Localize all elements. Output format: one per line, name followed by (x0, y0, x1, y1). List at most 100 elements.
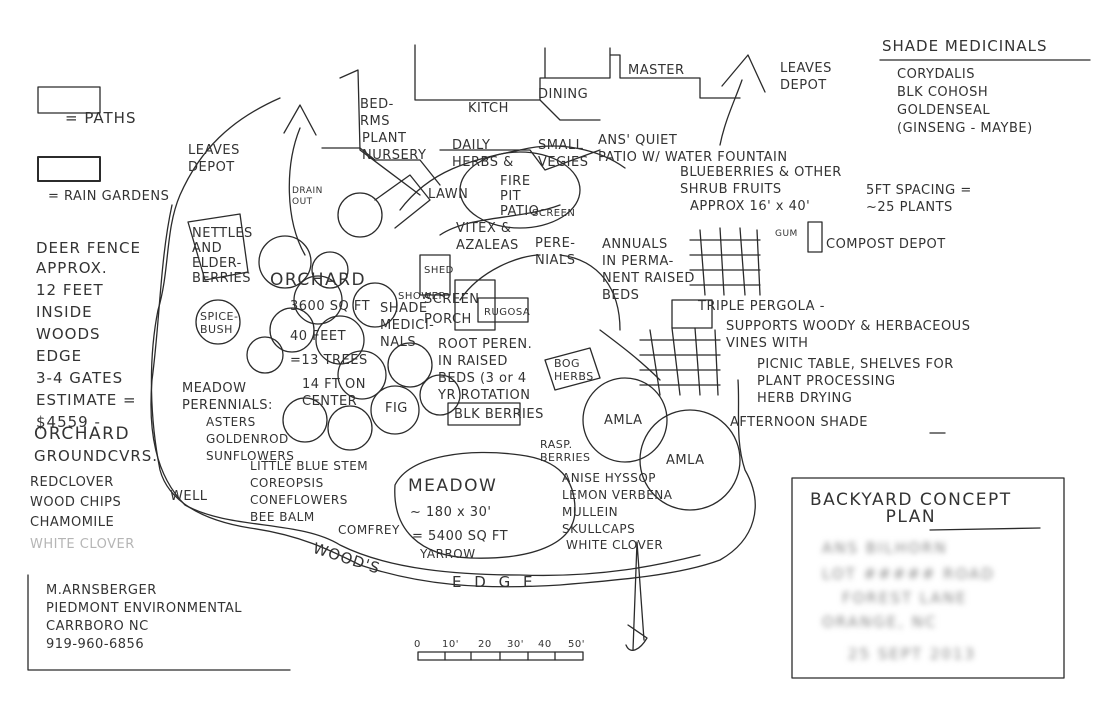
orchard-tree (293, 275, 343, 325)
shower-label: SHOWER (398, 291, 446, 302)
fire-pit-patio (459, 151, 581, 229)
title-underline (929, 527, 1041, 531)
pergola-north (689, 227, 761, 296)
compost-bin (807, 221, 823, 253)
amla-label-2: AMLA (666, 453, 705, 468)
scale-bar-ticks (444, 651, 556, 661)
house-master-label: MASTER (628, 63, 685, 78)
orchard-trees (246, 235, 461, 451)
triple-pergola-label: TRIPLE PERGOLA - (698, 299, 825, 314)
thirteen-trees-label: =13 TREES (290, 353, 368, 368)
plan-date: 25 SEPT 2013 (848, 645, 977, 663)
orchard-tree (269, 307, 315, 353)
designer-phone: 919-960-6856 (46, 637, 145, 652)
root-perennials-label: ROOT PEREN. IN RAISED BEDS (3 or 4 YR RO… (438, 337, 533, 403)
shade-medicinals-title: SHADE MEDICINALS (882, 37, 1048, 55)
orchard-size-label: 3600 SQ FT (290, 299, 371, 314)
nettles-bed (187, 213, 249, 281)
orchard-tree (258, 235, 312, 289)
scale-label: 20 (478, 639, 492, 650)
groundcover-item: REDCLOVER (30, 475, 114, 490)
leaves-arrow-left (283, 104, 317, 256)
quiet-patio-label: ANS' QUIET PATIO W/ WATER FOUNTAIN (598, 133, 788, 165)
leaves-depot-top-label: LEAVES DEPOT (780, 61, 832, 93)
orchard-tree (337, 350, 387, 400)
shed-structure (419, 254, 451, 296)
client-name: ANS BILHORN (822, 539, 948, 557)
fig-label: FIG (385, 401, 408, 416)
drain-circle (337, 192, 383, 238)
deer-fence-line: EDGE (36, 347, 83, 365)
deer-fence-lines: APPROX. 12 FEET INSIDE WOODS EDGE 3-4 GA… (36, 257, 141, 433)
meadow-oval (394, 451, 576, 559)
deer-fence-block: DEER FENCE APPROX. 12 FEET INSIDE WOODS … (36, 240, 141, 433)
rugosa-label: RUGOSA (484, 307, 531, 318)
small-veggies-label: SMALL VEGIES (538, 138, 589, 170)
house-outline (339, 44, 741, 196)
spicebush-circle (195, 299, 241, 345)
orchard-tree (419, 374, 461, 416)
orchard-tree (246, 336, 284, 374)
perennials-label: PERE- NIALS (535, 236, 576, 268)
deer-fence-line: ESTIMATE = (36, 391, 137, 409)
fourteen-ft-label: 14 FT ON CENTER (302, 377, 366, 409)
vitex-label: VITEX & AZALEAS (456, 221, 519, 253)
scale-label: 30' (507, 639, 524, 650)
plan-title: BACKYARD CONCEPT PLAN (810, 490, 1012, 527)
fire-pit-label: FIRE PIT PATIO (500, 174, 540, 219)
screen-porch-label: SCREEN PORCH (424, 292, 480, 327)
amla-tree-1 (582, 377, 668, 463)
shade-medicinal-item: GOLDENSEAL (897, 103, 991, 118)
deer-fence-line: 12 FEET (36, 281, 104, 299)
meadow-perennials-label: MEADOW PERENNIALS: (182, 381, 273, 413)
rasp-berries-label: RASP. BERRIES (540, 438, 591, 464)
shade-medicinal-item: BLK COHOSH (897, 85, 989, 100)
gum-label: GUM (775, 229, 798, 239)
daily-herbs-label: DAILY HERBS & (452, 138, 514, 170)
approx-size-label: APPROX 16' x 40' (690, 199, 811, 214)
legend-paths-label: = PATHS (65, 109, 137, 127)
orchard-label: ORCHARD (270, 270, 367, 290)
scale-label: 50' (568, 639, 585, 650)
shed-label: SHED (424, 265, 454, 276)
deer-fence-line: APPROX. (36, 259, 108, 277)
scale-label: 10' (442, 639, 459, 650)
afternoon-shade-label: AFTERNOON SHADE (730, 415, 869, 430)
blk-berries-label: BLK BERRIES (454, 407, 544, 422)
fire-pit-screen-label: SCREEN (532, 208, 576, 219)
client-address-3: ORANGE, NC (822, 613, 938, 631)
meadow-dims-label: ~ 180 x 30' (410, 505, 492, 520)
rugosa-bed (477, 297, 529, 323)
house-back-wall (321, 147, 601, 186)
designer-box-frame (27, 574, 291, 671)
groundcover-item: WOOD CHIPS (30, 495, 122, 510)
deer-fence-line: WOODS (36, 325, 101, 343)
meadow-area-label: = 5400 SQ FT (412, 529, 509, 544)
groundcovers-title: ORCHARD (34, 424, 131, 444)
deer-fence-line: INSIDE (36, 303, 93, 321)
orchard-tree (352, 282, 398, 328)
blk-berries-box (447, 402, 521, 426)
picnic-table-label: PICNIC TABLE, SHELVES FOR PLANT PROCESSI… (757, 357, 954, 406)
little-blue-stem-label: LITTLE BLUE STEM COREOPSIS CONEFLOWERS B… (250, 459, 369, 524)
deer-fence-line: 3-4 GATES (36, 369, 124, 387)
yarrow-label: YARROW (420, 547, 476, 561)
legend-path-swatch (37, 86, 101, 114)
garden-path-2 (599, 329, 661, 381)
nettles-label: NETTLES AND ELDER- BERRIES (192, 226, 253, 286)
asters-label: ASTERS GOLDENROD SUNFLOWERS (206, 415, 295, 463)
designer-name: M.ARNSBERGER (46, 583, 157, 598)
orchard-tree (387, 342, 433, 388)
comfrey-label: COMFREY (338, 523, 400, 537)
leaves-depot-left-label: LEAVES DEPOT (188, 143, 240, 175)
forty-feet-label: 40 FEET (290, 329, 347, 344)
leaves-arrow-right (719, 54, 766, 146)
meadow-label: MEADOW (408, 476, 498, 496)
orchard-tree (327, 405, 373, 451)
groundcover-item: CHAMOMILE (30, 515, 115, 530)
spicebush-label: SPICE- BUSH (200, 310, 239, 336)
house-dining-label: DINING (538, 87, 589, 102)
white-clover-label: WHITE CLOVER (566, 538, 664, 552)
